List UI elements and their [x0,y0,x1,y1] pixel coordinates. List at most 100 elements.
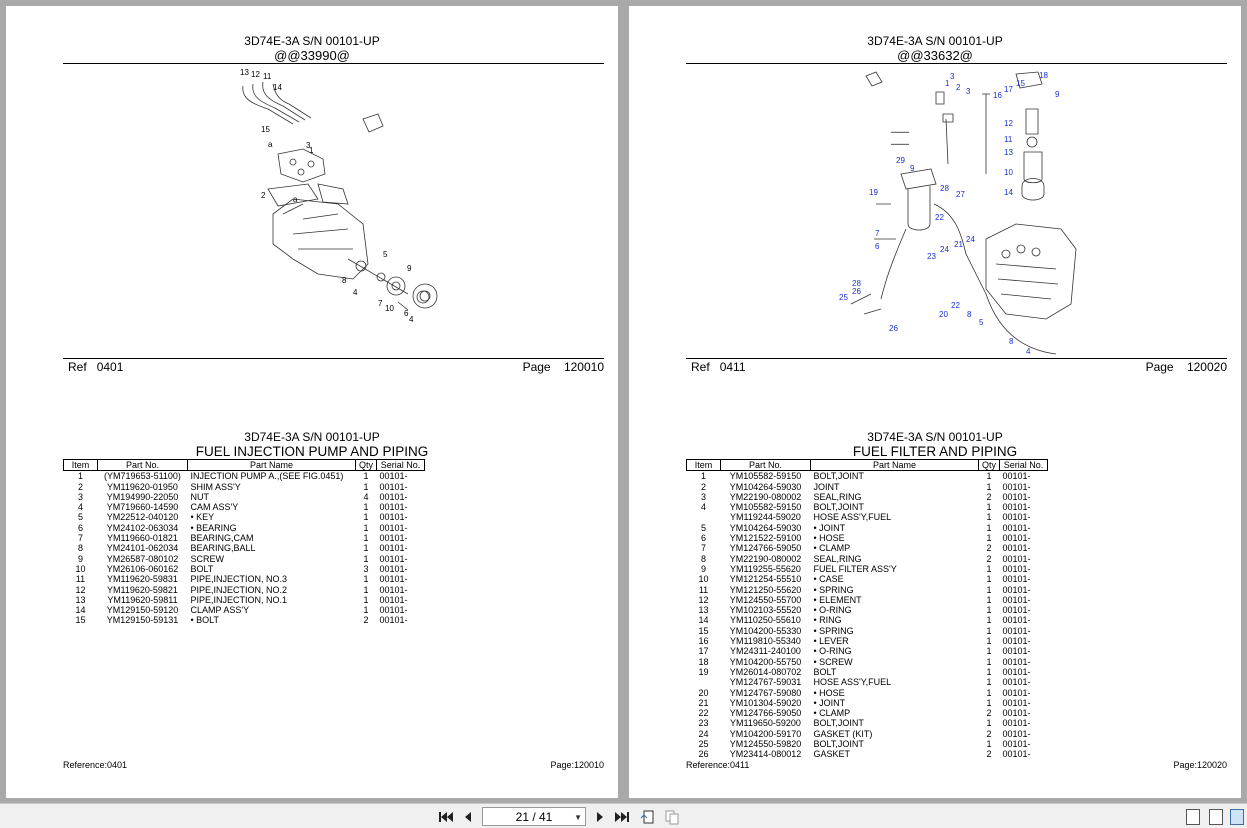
callout: 28 [852,279,861,288]
qty-cell: 1 [986,718,992,729]
page-line: Page 120010 [523,360,604,374]
qty-cell: 1 [363,471,369,482]
qty-cell: 1 [363,605,369,616]
part-no-cell: YM24101-062034 [106,543,179,554]
item-cell: 3 [700,491,706,502]
item-cell: 9 [700,563,706,574]
serial-cell: 00101- [1002,666,1031,677]
qty-cell: 1 [363,574,369,585]
part-name-cell: SCREW [190,553,225,564]
callout: 29 [896,156,905,165]
qty-cell: 1 [363,512,369,523]
item-cell: 15 [698,625,709,636]
chevron-down-icon[interactable]: ▼ [574,813,582,822]
part-no-cell: YM121250-55620 [729,584,802,595]
callout: 1 [945,79,950,88]
part-no-cell: YM119660-01821 [107,533,178,544]
continuous-view-icon[interactable] [1209,809,1223,825]
qty-cell: 1 [986,522,992,533]
part-no-cell: YM24102-063034 [106,522,179,533]
last-page-icon[interactable] [614,809,630,825]
rotate-page-icon[interactable] [640,809,656,825]
page-label: Page [1145,360,1174,374]
part-name-cell: • O-RING [813,646,852,657]
part-no-cell: YM119620-01950 [107,481,178,492]
prev-page-icon[interactable] [460,809,476,825]
copy-page-icon[interactable] [664,809,680,825]
item-cell: 9 [77,553,83,564]
part-name-cell: • SPRING [813,625,854,636]
part-no-cell: YM101304-59020 [729,697,802,708]
next-page-icon[interactable] [592,809,608,825]
part-no-cell: YM104200-55330 [729,625,802,636]
serial-cell: 00101- [379,584,408,595]
serial-cell: 00101- [1002,749,1031,760]
qty-cell: 1 [363,522,369,533]
item-cell: 6 [77,522,83,533]
header-rule [63,63,604,64]
part-name-cell: SEAL,RING [813,553,862,564]
part-name-cell: • SCREW [813,656,853,667]
serial-cell: 00101- [1002,543,1031,554]
part-no-cell: YM121254-55510 [729,574,802,585]
part-no-cell: YM23414-080012 [729,749,802,760]
callout: 15 [1016,79,1025,88]
serial-cell: 00101- [1002,625,1031,636]
callout: 12 [251,70,260,79]
part-name-cell: GASKET (KIT) [813,728,873,739]
part-no-cell: YM22190-080002 [729,553,802,564]
part-name-cell: BOLT [190,563,214,574]
callout: 8 [342,276,347,285]
table-row: 1(YM719653-51100)INJECTION PUMP A.,(SEE … [64,471,425,482]
page-value: 120020 [1186,360,1227,374]
callout: a [268,140,273,149]
qty-cell: 1 [986,533,992,544]
qty-cell: 1 [986,584,992,595]
two-page-view-icon[interactable] [1230,809,1244,825]
footer-reference: Reference:0411 [686,760,750,770]
ref-value: 0401 [96,360,124,374]
item-cell: 20 [698,687,709,698]
qty-cell: 1 [986,646,992,657]
qty-cell: 1 [363,543,369,554]
part-name-cell: BOLT,JOINT [813,718,864,729]
callout: 8 [967,310,972,319]
callout: 15 [261,125,270,134]
document-viewport[interactable]: 3D74E-3A S/N 00101-UP @@33990@ [0,0,1247,803]
qty-cell: 1 [986,594,992,605]
ref-rule [686,358,1227,359]
callout: 6 [404,309,409,318]
callout: 12 [1004,119,1013,128]
serial-cell: 00101- [379,522,408,533]
item-cell: 4 [77,502,83,513]
serial-cell: 00101- [1002,553,1031,564]
part-no-cell: YM119620-59831 [107,574,178,585]
part-no-cell: YM124766-59050 [729,543,802,554]
part-name-cell: • O-RING [813,605,852,616]
item-cell: 2 [77,481,83,492]
part-no-cell: YM124766-59050 [729,708,802,719]
callout: 5 [979,318,984,327]
callout: 20 [939,310,948,319]
page-number-field[interactable]: 21 / 41 ▼ [482,807,586,826]
callout: 10 [385,304,394,313]
part-no-cell: YM26014-080702 [729,666,802,677]
item-cell: 23 [698,718,709,729]
first-page-icon[interactable] [438,809,454,825]
part-name-cell: CLAMP ASS'Y [190,605,250,616]
serial-cell: 00101- [1002,646,1031,657]
single-page-view-icon[interactable] [1186,809,1200,825]
callout: a [293,195,298,204]
part-name-cell: • KEY [190,512,215,523]
footer-page: Page:120020 [1173,760,1227,770]
